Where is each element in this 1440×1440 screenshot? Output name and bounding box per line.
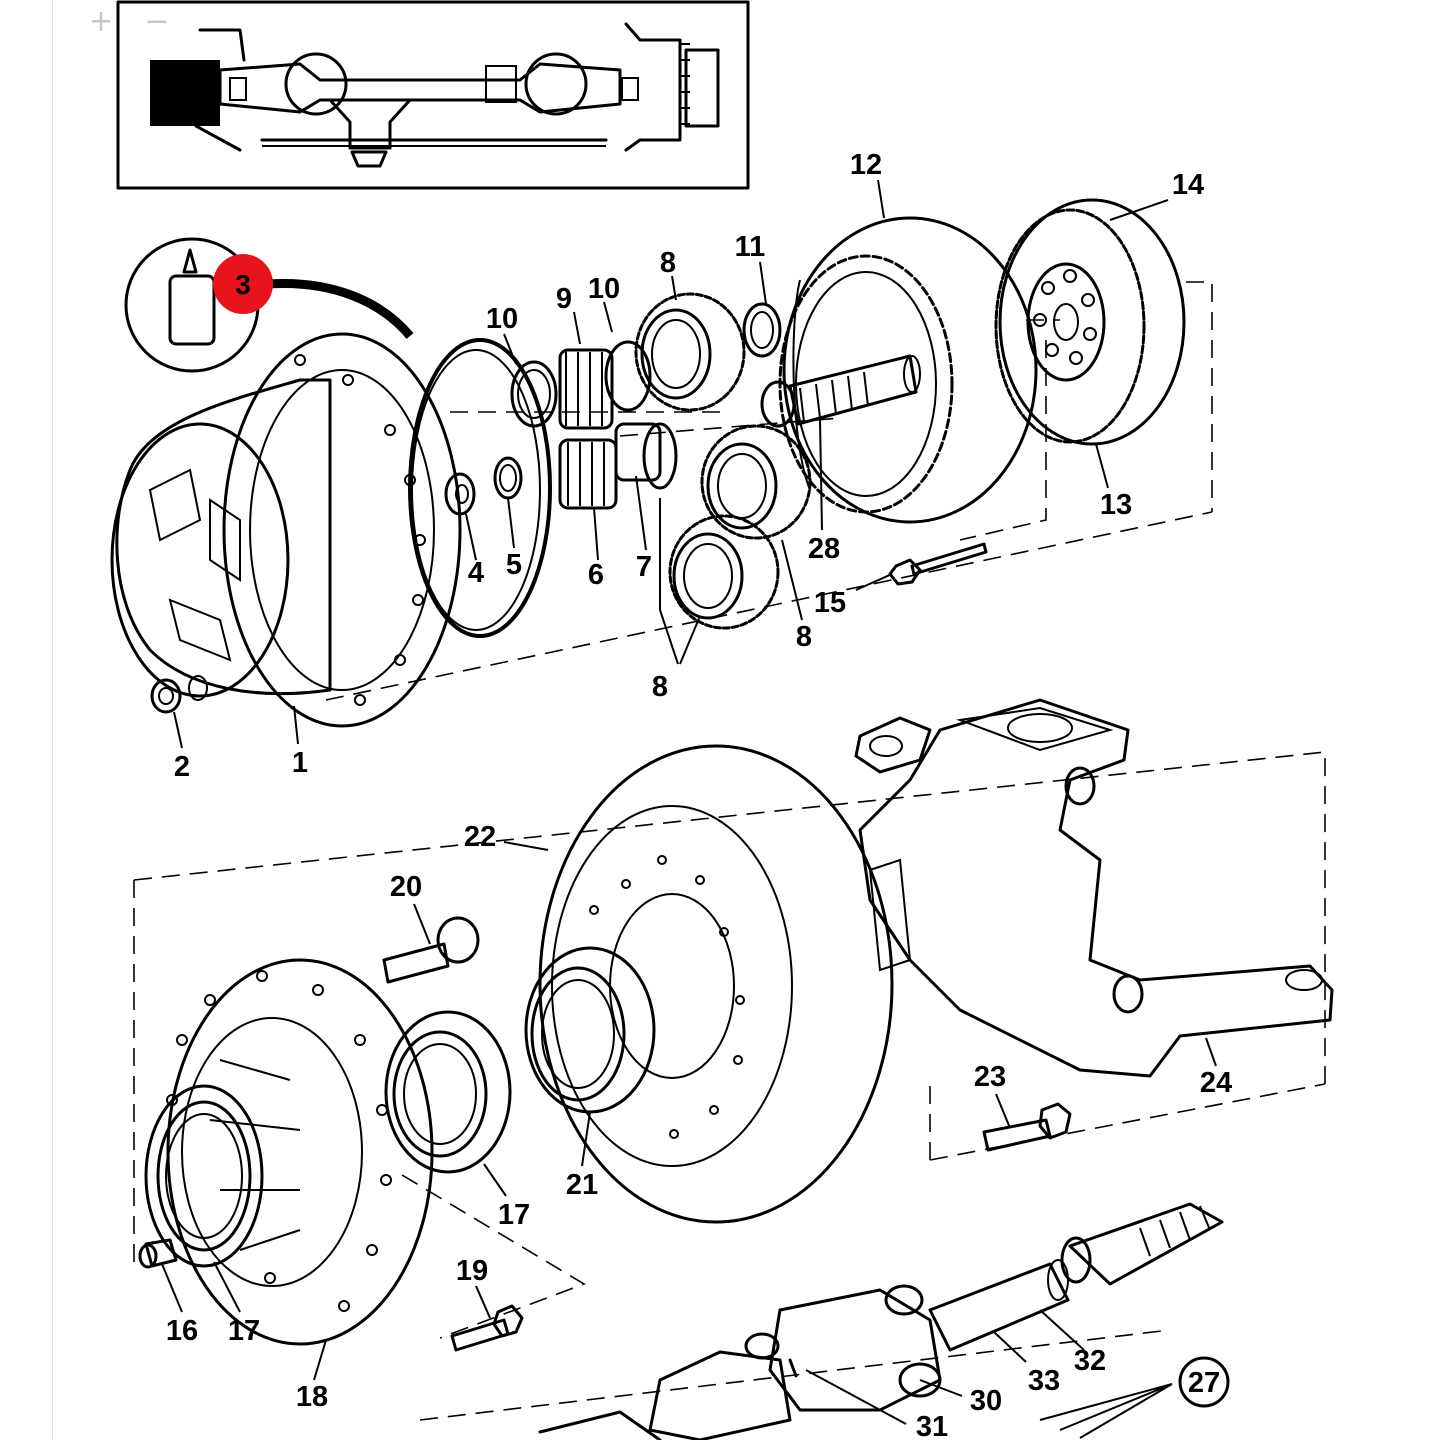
zoom-controls: + − — [86, 4, 172, 40]
brake-disc — [538, 744, 894, 1224]
seal-17-upper — [384, 1010, 512, 1174]
part-label-7: 7 — [636, 551, 652, 583]
part-label-10-right: 10 — [588, 273, 620, 305]
bearing-cup-21 — [524, 946, 656, 1114]
part-label-17-upper: 17 — [498, 1199, 530, 1231]
part-label-31: 31 — [916, 1411, 948, 1440]
part-label-19: 19 — [456, 1255, 488, 1287]
part-label-30: 30 — [970, 1385, 1002, 1417]
ring-gear-carrier — [994, 198, 1186, 446]
kit-reference-27: 27 — [1178, 1356, 1230, 1408]
planet-gear-lower — [668, 514, 780, 630]
callout-marker-label: 3 — [235, 269, 251, 300]
part-label-8-upper: 8 — [660, 247, 676, 279]
part-label-33: 33 — [1028, 1365, 1060, 1397]
part-label-4: 4 — [468, 557, 484, 589]
part-label-12: 12 — [850, 149, 882, 181]
zoom-in-button[interactable]: + — [88, 4, 114, 39]
planet-gear-middle — [700, 424, 812, 540]
wheel-stud-20 — [382, 916, 480, 984]
part-label-9: 9 — [556, 283, 572, 315]
kit-reference-label: 27 — [1188, 1367, 1220, 1399]
part-label-14: 14 — [1172, 169, 1204, 201]
part-label-20: 20 — [390, 871, 422, 903]
assembly-boundary-lines — [133, 281, 1326, 1421]
steering-knuckle — [854, 698, 1334, 1078]
part-label-10-left: 10 — [486, 303, 518, 335]
part-label-18: 18 — [296, 1381, 328, 1413]
dowel-pin-16 — [138, 1238, 178, 1269]
hub-housing — [110, 332, 462, 728]
bolt-19 — [450, 1304, 524, 1352]
part-label-22: 22 — [464, 821, 496, 853]
wheel-hub — [144, 958, 434, 1346]
part-labels: 12 14 11 8 9 10 10 4 5 6 7 28 13 15 8 8 … — [166, 149, 1232, 1440]
bolt-23 — [982, 1102, 1072, 1152]
planet-pins — [510, 340, 678, 510]
ring-gear — [778, 216, 1038, 524]
left-divider — [52, 0, 53, 1440]
part-label-17-lower: 17 — [228, 1315, 260, 1347]
part-label-2: 2 — [174, 751, 190, 783]
part-label-15: 15 — [814, 587, 846, 619]
part-label-28: 28 — [808, 533, 840, 565]
part-label-13: 13 — [1100, 489, 1132, 521]
part-label-1: 1 — [292, 747, 308, 779]
part-label-8-middle: 8 — [796, 621, 812, 653]
part-label-5: 5 — [506, 549, 522, 581]
gasket-ring-inner — [411, 349, 541, 631]
part-label-21: 21 — [566, 1169, 598, 1201]
part-label-6: 6 — [588, 559, 604, 591]
leader-lines — [161, 179, 1217, 1439]
part-label-23: 23 — [974, 1061, 1006, 1093]
callout-marker — [213, 254, 273, 314]
part-label-32: 32 — [1074, 1345, 1106, 1377]
zoom-out-button[interactable]: − — [144, 4, 170, 39]
circlip-11 — [742, 302, 782, 358]
universal-joint — [538, 1284, 942, 1440]
drive-shaft — [928, 1202, 1224, 1352]
part-label-16: 16 — [166, 1315, 198, 1347]
part-label-11: 11 — [735, 231, 766, 263]
gasket-ring — [408, 338, 552, 638]
adhesive-callout: 3 — [124, 237, 414, 373]
part-label-24: 24 — [1200, 1067, 1232, 1099]
part-label-8-lower: 8 — [652, 671, 668, 703]
planet-gear-upper — [634, 292, 746, 412]
axle-overview-inset — [116, 0, 750, 190]
